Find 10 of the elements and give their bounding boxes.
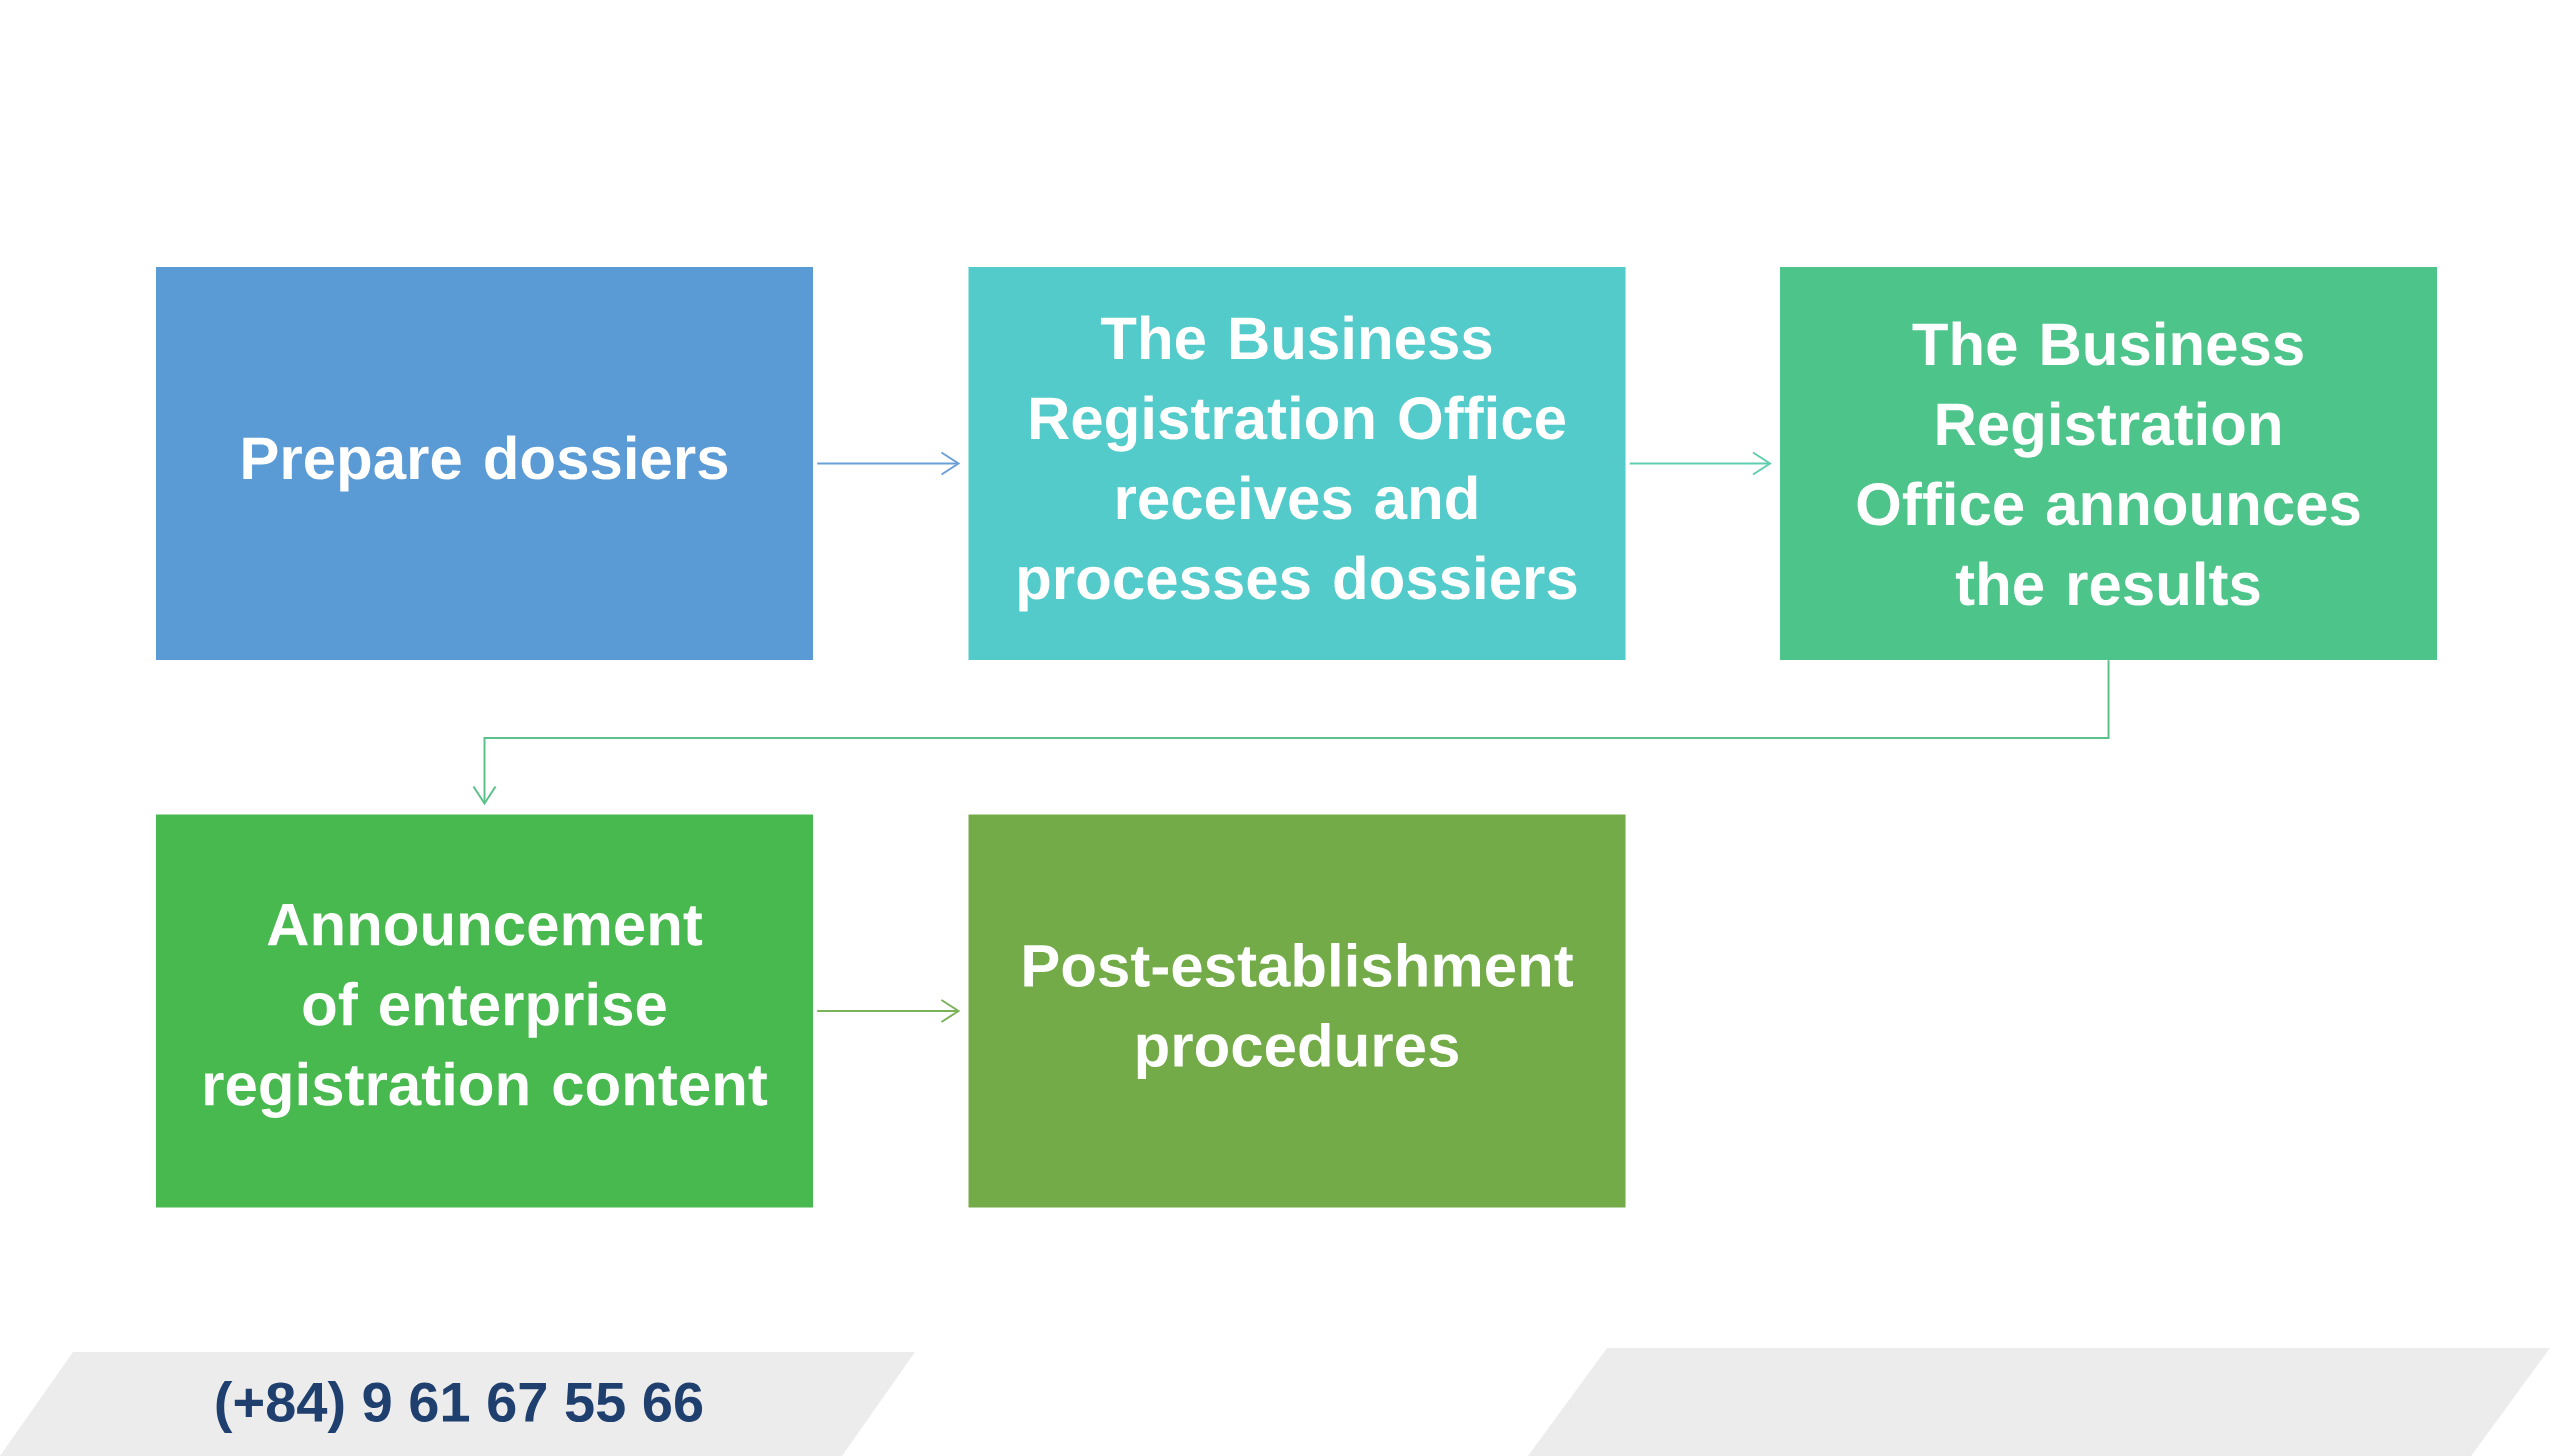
process-box: The Business Registration Office receives and processes dossiers <box>968 267 1626 660</box>
process-box: Announcement of enterprise registration content <box>156 814 813 1208</box>
process-box: Prepare dossiers <box>156 267 813 660</box>
arrow <box>1628 451 1772 476</box>
process-box: The Business Registration Office announces the results <box>1780 267 2438 660</box>
process-box: Post-establishment procedures <box>968 814 1626 1208</box>
arrow <box>816 451 961 476</box>
arrow <box>816 999 961 1023</box>
phone-number: (+84) 9 61 67 55 66 <box>216 1380 703 1434</box>
arrow <box>472 659 2110 806</box>
